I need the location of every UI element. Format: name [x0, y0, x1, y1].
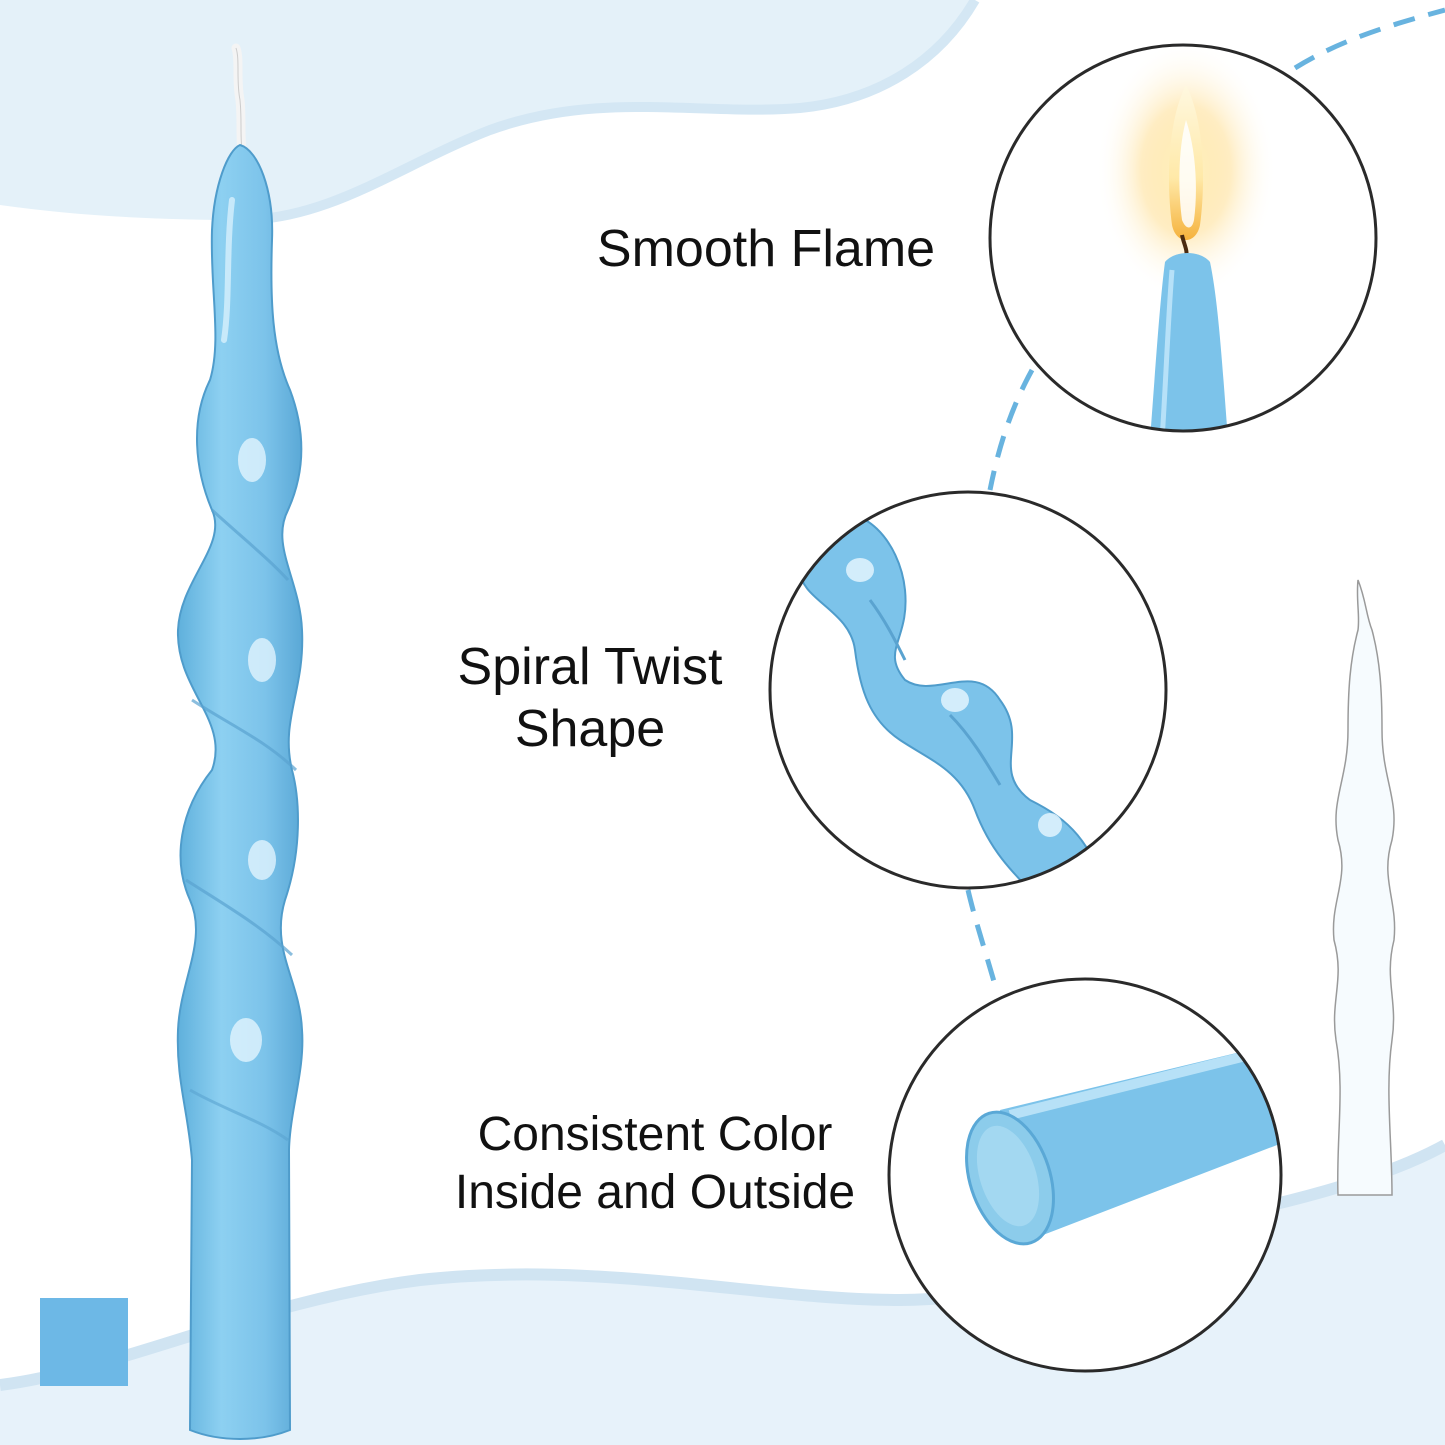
feature-label-consistent-color: Consistent Color Inside and Outside [415, 1106, 895, 1222]
feature-label-smooth-flame: Smooth Flame [556, 218, 976, 280]
top-wave-edge [239, 0, 980, 225]
feature-label-line: Consistent Color [477, 1108, 833, 1161]
feature-label-line: Smooth Flame [596, 220, 936, 278]
feature-label-line: Spiral Twist [457, 638, 723, 696]
feature-label-line: Shape [514, 700, 666, 758]
feature-label-line: Inside and Outside [454, 1166, 856, 1219]
candle-body [176, 143, 304, 1440]
feature-label-spiral-twist: Spiral Twist Shape [420, 636, 760, 760]
color-swatch [40, 1298, 128, 1386]
